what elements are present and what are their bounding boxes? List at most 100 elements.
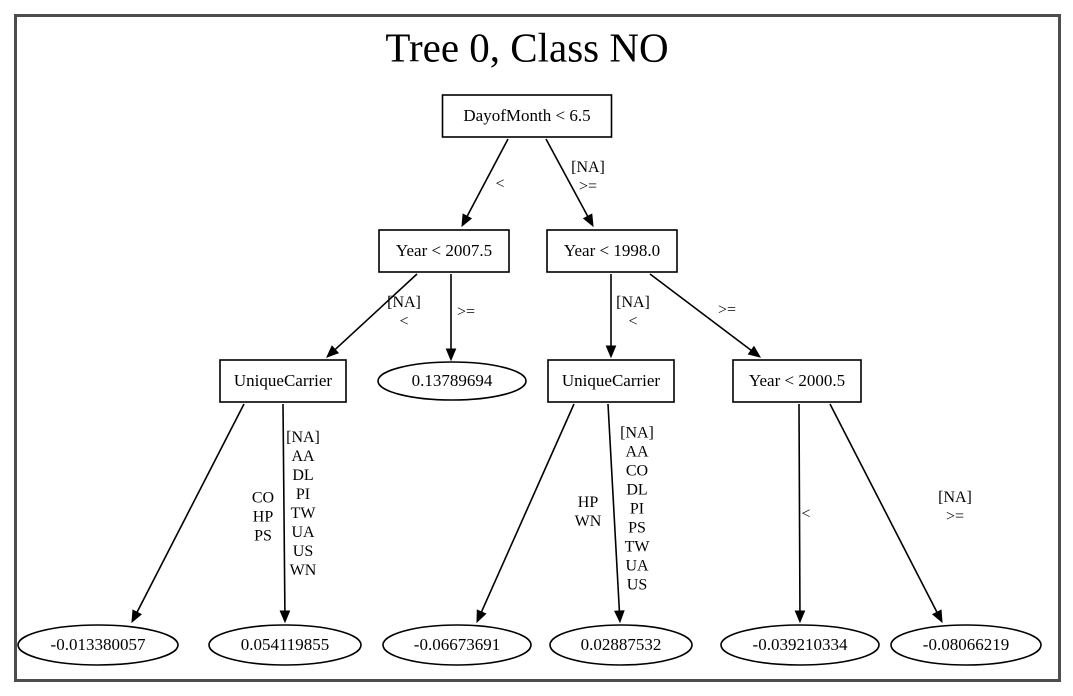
tree-edge bbox=[545, 138, 589, 217]
leaf-value-label: -0.06673691 bbox=[414, 635, 500, 654]
edge-label: [NA] bbox=[571, 159, 605, 176]
tree-edge bbox=[466, 138, 509, 217]
edge-label: AA bbox=[625, 444, 649, 461]
leaf-value-label: 0.02887532 bbox=[581, 635, 662, 654]
split-condition-label: DayofMonth < 6.5 bbox=[463, 106, 590, 125]
edge-label: PS bbox=[254, 528, 272, 545]
split-condition-label: Year < 2000.5 bbox=[749, 371, 845, 390]
edge-label: US bbox=[627, 577, 647, 594]
edge-label: PS bbox=[628, 520, 646, 537]
edge-label: [NA] bbox=[387, 294, 421, 311]
edge-arrowhead bbox=[279, 610, 291, 624]
edges-layer bbox=[131, 138, 943, 624]
edge-label: TW bbox=[291, 505, 317, 522]
edge-label: DL bbox=[292, 467, 313, 484]
edge-label: >= bbox=[946, 508, 964, 525]
edge-label: >= bbox=[718, 302, 736, 319]
edge-label: WN bbox=[575, 513, 602, 530]
tree-split-node[interactable]: UniqueCarrier bbox=[219, 359, 347, 403]
edge-label: CO bbox=[626, 463, 648, 480]
edge-label: < bbox=[399, 313, 408, 330]
edge-label: HP bbox=[253, 509, 274, 526]
tree-leaf-node[interactable]: 0.02887532 bbox=[549, 624, 693, 666]
tree-edge bbox=[649, 273, 752, 352]
tree-edge bbox=[136, 403, 245, 613]
edge-label: [NA] bbox=[286, 429, 320, 446]
tree-leaf-node[interactable]: 0.054119855 bbox=[208, 624, 362, 666]
split-box bbox=[441, 94, 613, 138]
edge-labels-layer: < [NA] >= [NA] < >= [NA] < >= CO HP PS [NA] AA DL PI TW U… bbox=[252, 159, 972, 594]
leaf-ellipse bbox=[208, 624, 362, 666]
tree-edge bbox=[607, 403, 621, 612]
edge-label: WN bbox=[290, 562, 317, 579]
tree-split-node[interactable]: Year < 2007.5 bbox=[378, 229, 510, 273]
edge-arrowhead bbox=[476, 609, 487, 624]
split-box bbox=[378, 229, 510, 273]
edge-label: TW bbox=[625, 539, 651, 556]
tree-edge bbox=[480, 403, 575, 613]
edge-label: UA bbox=[625, 558, 649, 575]
tree-leaf-node[interactable]: -0.013380057 bbox=[17, 624, 179, 666]
split-condition-label: UniqueCarrier bbox=[562, 371, 661, 390]
edge-label: [NA] bbox=[616, 294, 650, 311]
tree-edge bbox=[334, 273, 418, 351]
leaf-value-label: -0.039210334 bbox=[753, 635, 848, 654]
tree-leaf-node[interactable]: -0.08066219 bbox=[890, 624, 1042, 666]
leaf-value-label: -0.08066219 bbox=[923, 635, 1009, 654]
edge-label: < bbox=[801, 506, 810, 523]
leaf-value-label: -0.013380057 bbox=[51, 635, 146, 654]
tree-edge bbox=[282, 403, 286, 612]
split-condition-label: Year < 2007.5 bbox=[396, 241, 492, 260]
edge-label: CO bbox=[252, 490, 274, 507]
edge-label: US bbox=[293, 543, 313, 560]
edge-arrowhead bbox=[326, 345, 340, 358]
tree-edge bbox=[829, 403, 938, 613]
tree-split-node[interactable]: DayofMonth < 6.5 bbox=[441, 94, 613, 138]
edge-label: [NA] bbox=[620, 425, 654, 442]
leaf-value-label: 0.13789694 bbox=[412, 371, 493, 390]
tree-leaf-node[interactable]: -0.06673691 bbox=[382, 624, 532, 666]
split-box bbox=[732, 359, 862, 403]
edge-label: >= bbox=[579, 178, 597, 195]
leaf-value-label: 0.054119855 bbox=[241, 635, 330, 654]
edge-label: HP bbox=[578, 494, 599, 511]
leaf-ellipse bbox=[17, 624, 179, 666]
split-condition-label: UniqueCarrier bbox=[234, 371, 333, 390]
leaf-ellipse bbox=[382, 624, 532, 666]
tree-edge bbox=[798, 403, 801, 612]
edge-label: UA bbox=[291, 524, 315, 541]
split-box bbox=[546, 229, 678, 273]
tree-split-node[interactable]: Year < 1998.0 bbox=[546, 229, 678, 273]
figure-title: Tree 0, Class NO bbox=[385, 24, 668, 70]
edge-arrowhead bbox=[605, 345, 617, 359]
tree-split-node[interactable]: UniqueCarrier bbox=[547, 359, 675, 403]
edge-arrowhead bbox=[131, 609, 143, 624]
edge-label: < bbox=[628, 313, 637, 330]
edge-arrowhead bbox=[614, 610, 625, 624]
edge-label: PI bbox=[296, 486, 310, 503]
edge-arrowhead bbox=[794, 610, 806, 624]
edge-label: DL bbox=[626, 482, 647, 499]
split-box bbox=[219, 359, 347, 403]
edge-arrowhead bbox=[747, 345, 762, 358]
split-box bbox=[547, 359, 675, 403]
edge-label: [NA] bbox=[938, 489, 972, 506]
tree-leaf-node[interactable]: -0.039210334 bbox=[720, 624, 880, 666]
figure-border bbox=[14, 14, 1061, 682]
edge-arrowhead bbox=[445, 348, 457, 362]
leaf-ellipse bbox=[377, 361, 527, 401]
edge-arrowhead bbox=[461, 213, 473, 228]
edge-label: < bbox=[495, 176, 504, 193]
edge-label: >= bbox=[457, 304, 475, 321]
tree-split-node[interactable]: Year < 2000.5 bbox=[732, 359, 862, 403]
edge-label: PI bbox=[630, 501, 644, 518]
edge-arrowhead bbox=[582, 213, 594, 228]
tree-leaf-node[interactable]: 0.13789694 bbox=[377, 361, 527, 401]
leaf-ellipse bbox=[549, 624, 693, 666]
edge-arrowhead bbox=[931, 609, 943, 624]
leaf-ellipse bbox=[890, 624, 1042, 666]
edge-label: AA bbox=[291, 448, 315, 465]
